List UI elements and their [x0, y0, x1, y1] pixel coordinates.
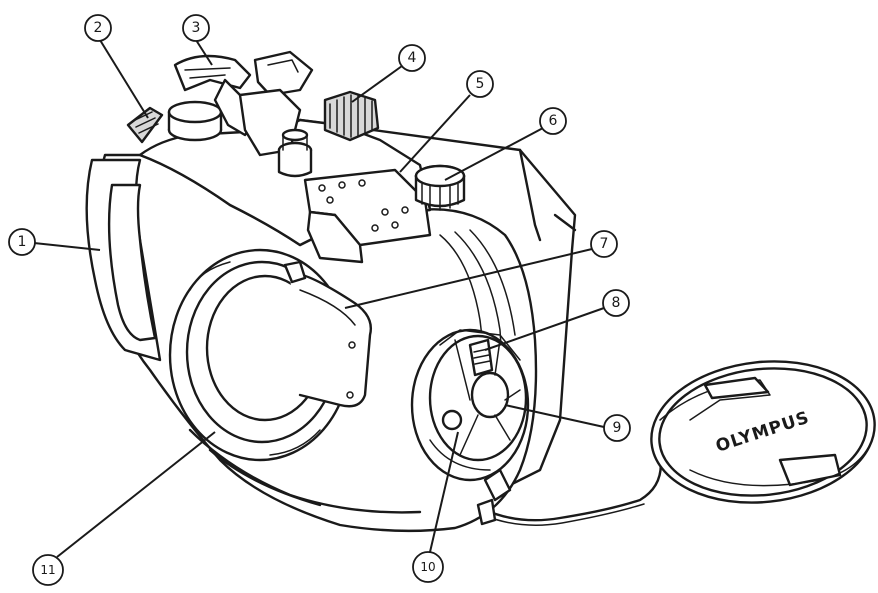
top-controls: [126, 50, 466, 264]
callout-9: 9: [603, 414, 631, 442]
callout-10-label: 10: [420, 560, 435, 574]
small-knob: [277, 128, 313, 178]
leader-lines: [33, 39, 605, 558]
accessory-shoe: [303, 168, 432, 264]
callout-11-label: 11: [40, 563, 55, 577]
callout-2: 2: [84, 14, 112, 42]
cap-dial: [410, 328, 530, 502]
callout-3-label: 3: [192, 20, 201, 36]
callout-7: 7: [590, 230, 618, 258]
callout-4-label: 4: [408, 50, 417, 66]
callout-9-label: 9: [613, 420, 622, 436]
callout-4: 4: [398, 44, 426, 72]
lens-cap-assembly: OLYMPUS: [476, 360, 876, 526]
gear-dial: [323, 90, 380, 142]
callout-7-label: 7: [600, 236, 609, 252]
callout-5-label: 5: [476, 76, 485, 92]
callout-1-label: 1: [18, 234, 27, 250]
callout-2-label: 2: [94, 20, 103, 36]
callout-6: 6: [539, 107, 567, 135]
callout-1: 1: [8, 228, 36, 256]
side-knob: [414, 164, 466, 211]
callout-8: 8: [602, 289, 630, 317]
callout-10: 10: [412, 551, 444, 583]
callout-11: 11: [32, 554, 64, 586]
housing-grip: [85, 158, 162, 362]
callout-5: 5: [466, 70, 494, 98]
callout-8-label: 8: [612, 295, 621, 311]
callout-3: 3: [182, 14, 210, 42]
callout-6-label: 6: [549, 113, 558, 129]
